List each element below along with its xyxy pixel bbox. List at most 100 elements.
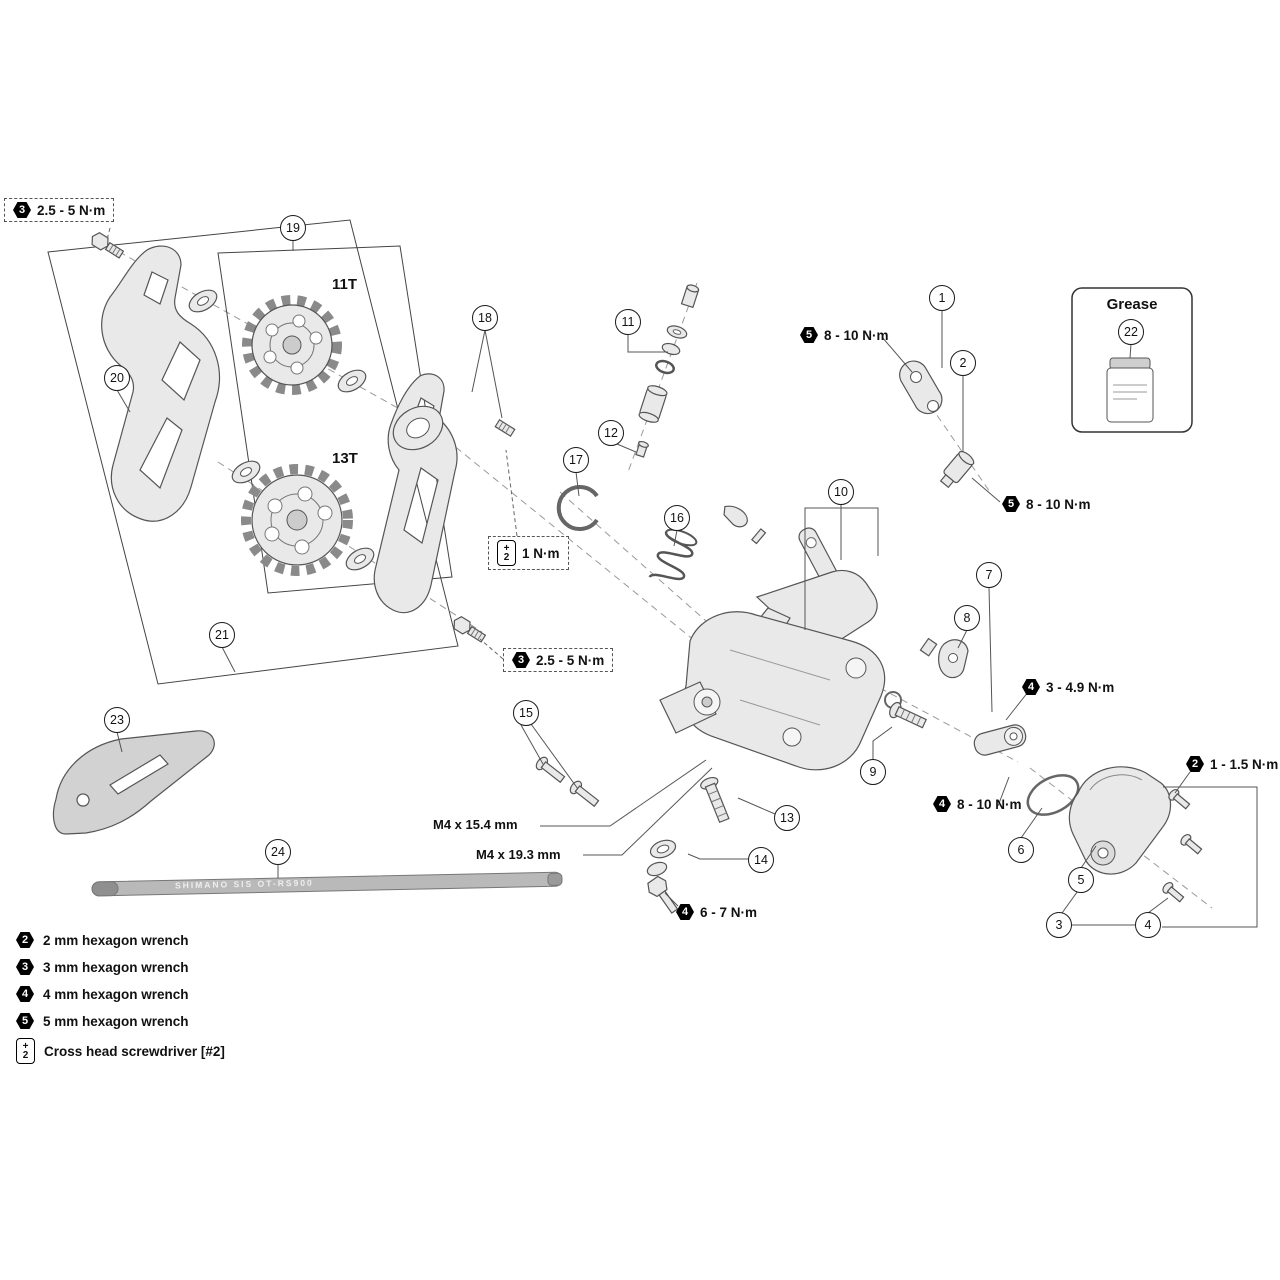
callout-7: 7 bbox=[976, 562, 1002, 588]
bracket-link-1 bbox=[899, 360, 943, 415]
derailleur-body bbox=[659, 569, 902, 771]
torque-label-mount-bolt: 5 8 - 10 N·m bbox=[1002, 496, 1091, 512]
mount-bolt-2 bbox=[939, 450, 975, 489]
callout-1: 1 bbox=[929, 285, 955, 311]
callout-9: 9 bbox=[860, 759, 886, 785]
callout-24: 24 bbox=[265, 839, 291, 865]
callout-13: 13 bbox=[774, 805, 800, 831]
callout-19: 19 bbox=[280, 215, 306, 241]
legend-item: 4 4 mm hexagon wrench bbox=[16, 984, 225, 1004]
torque-value: 3 - 4.9 N·m bbox=[1046, 679, 1115, 695]
hex-wrench-badge: 4 bbox=[933, 796, 951, 812]
callout-8: 8 bbox=[954, 605, 980, 631]
legend-item: 5 5 mm hexagon wrench bbox=[16, 1011, 225, 1031]
cage-hub bbox=[392, 405, 444, 451]
cage-bolt-bottom bbox=[453, 616, 487, 643]
small-screw-12 bbox=[635, 440, 649, 458]
tension-spring-16 bbox=[648, 528, 698, 581]
legend-item-label: 4 mm hexagon wrench bbox=[43, 986, 189, 1002]
hook-screw bbox=[750, 528, 767, 545]
callout-17: 17 bbox=[563, 447, 589, 473]
legend-item: +2 Cross head screwdriver [#2] bbox=[16, 1038, 225, 1064]
hex-wrench-badge: 4 bbox=[16, 986, 34, 1002]
cross-head-screwdriver-icon: +2 bbox=[497, 540, 516, 566]
callout-10: 10 bbox=[828, 479, 854, 505]
guard-plate-23 bbox=[52, 730, 215, 835]
torque-value: 1 N·m bbox=[522, 545, 560, 561]
torque-value: 1 - 1.5 N·m bbox=[1210, 756, 1279, 772]
m4-long-label: M4 x 19.3 mm bbox=[476, 847, 561, 862]
outer-cage-plate bbox=[101, 245, 220, 522]
callout-14: 14 bbox=[748, 847, 774, 873]
hex-wrench-badge: 2 bbox=[16, 932, 34, 948]
callout-11: 11 bbox=[615, 309, 641, 335]
torque-value: 8 - 10 N·m bbox=[957, 796, 1022, 812]
torque-label-set-screw: +2 1 N·m bbox=[488, 536, 569, 570]
callout-2: 2 bbox=[950, 350, 976, 376]
callout-20: 20 bbox=[104, 365, 130, 391]
tool-legend: 2 2 mm hexagon wrench 3 3 mm hexagon wre… bbox=[16, 930, 225, 1064]
adjust-bolt-stack-11 bbox=[638, 284, 700, 423]
hex-wrench-badge: 5 bbox=[800, 327, 818, 343]
torque-label-cage-bolt-top: 3 2.5 - 5 N·m bbox=[4, 198, 115, 222]
c-ring-17 bbox=[556, 485, 599, 531]
grease-jar bbox=[1106, 357, 1154, 423]
torque-label-cage-bolt-bottom: 3 2.5 - 5 N·m bbox=[503, 648, 614, 672]
torque-value: 2.5 - 5 N·m bbox=[37, 202, 106, 218]
torque-value: 6 - 7 N·m bbox=[700, 904, 758, 920]
pulley-13t bbox=[241, 464, 353, 576]
legend-item-label: 2 mm hexagon wrench bbox=[43, 932, 189, 948]
pulley-13t-label: 13T bbox=[332, 450, 358, 467]
hex-wrench-badge: 2 bbox=[1186, 756, 1204, 772]
shift-cable-24 bbox=[91, 871, 563, 897]
grease-label: Grease bbox=[1106, 296, 1158, 313]
stabilizer-arm-7 bbox=[973, 724, 1027, 756]
stopper-plate-8 bbox=[919, 637, 969, 679]
hex-wrench-badge: 4 bbox=[676, 904, 694, 920]
torque-label-bracket-upper: 5 8 - 10 N·m bbox=[800, 327, 889, 343]
callout-4: 4 bbox=[1135, 912, 1161, 938]
torque-label-stabilizer: 4 3 - 4.9 N·m bbox=[1022, 679, 1114, 695]
callout-16: 16 bbox=[664, 505, 690, 531]
motor-unit-5 bbox=[1068, 766, 1172, 875]
washers bbox=[188, 289, 375, 571]
set-screw-18 bbox=[494, 419, 516, 437]
hex-wrench-badge: 3 bbox=[512, 652, 530, 668]
callout-23: 23 bbox=[104, 707, 130, 733]
callout-21: 21 bbox=[209, 622, 235, 648]
gasket-6 bbox=[1026, 774, 1080, 816]
cable-hook bbox=[723, 505, 748, 528]
cross-head-screwdriver-icon: +2 bbox=[16, 1038, 35, 1064]
callout-6: 6 bbox=[1008, 837, 1034, 863]
legend-item-label: 5 mm hexagon wrench bbox=[43, 1013, 189, 1029]
m4-short-label: M4 x 15.4 mm bbox=[433, 817, 518, 832]
pivot-bolt-9 bbox=[889, 701, 928, 729]
torque-label-cable-fix: 4 6 - 7 N·m bbox=[676, 904, 757, 920]
callout-3: 3 bbox=[1046, 912, 1072, 938]
leader-lines bbox=[116, 240, 1258, 928]
pulley-11t-label: 11T bbox=[332, 276, 358, 293]
callout-15: 15 bbox=[513, 700, 539, 726]
grease-box bbox=[1071, 287, 1193, 433]
callout-5: 5 bbox=[1068, 867, 1094, 893]
torque-label-pivot: 4 8 - 10 N·m bbox=[933, 796, 1022, 812]
cable-fix-bolt bbox=[647, 875, 679, 914]
callout-18: 18 bbox=[472, 305, 498, 331]
dashed-leader-lines bbox=[106, 227, 518, 660]
hex-wrench-badge: 5 bbox=[1002, 496, 1020, 512]
callout-22: 22 bbox=[1118, 319, 1144, 345]
hex-wrench-badge: 3 bbox=[13, 202, 31, 218]
legend-item: 3 3 mm hexagon wrench bbox=[16, 957, 225, 977]
cage-assembly-box bbox=[47, 219, 459, 685]
pulley-11t bbox=[242, 295, 342, 395]
torque-value: 2.5 - 5 N·m bbox=[536, 652, 605, 668]
torque-value: 8 - 10 N·m bbox=[1026, 496, 1091, 512]
cover-screws bbox=[1162, 788, 1203, 903]
hex-wrench-badge: 4 bbox=[1022, 679, 1040, 695]
torque-value: 8 - 10 N·m bbox=[824, 327, 889, 343]
clamp-bolt-13 bbox=[700, 776, 730, 824]
nut-14 bbox=[646, 839, 677, 877]
hex-wrench-badge: 5 bbox=[16, 1013, 34, 1029]
